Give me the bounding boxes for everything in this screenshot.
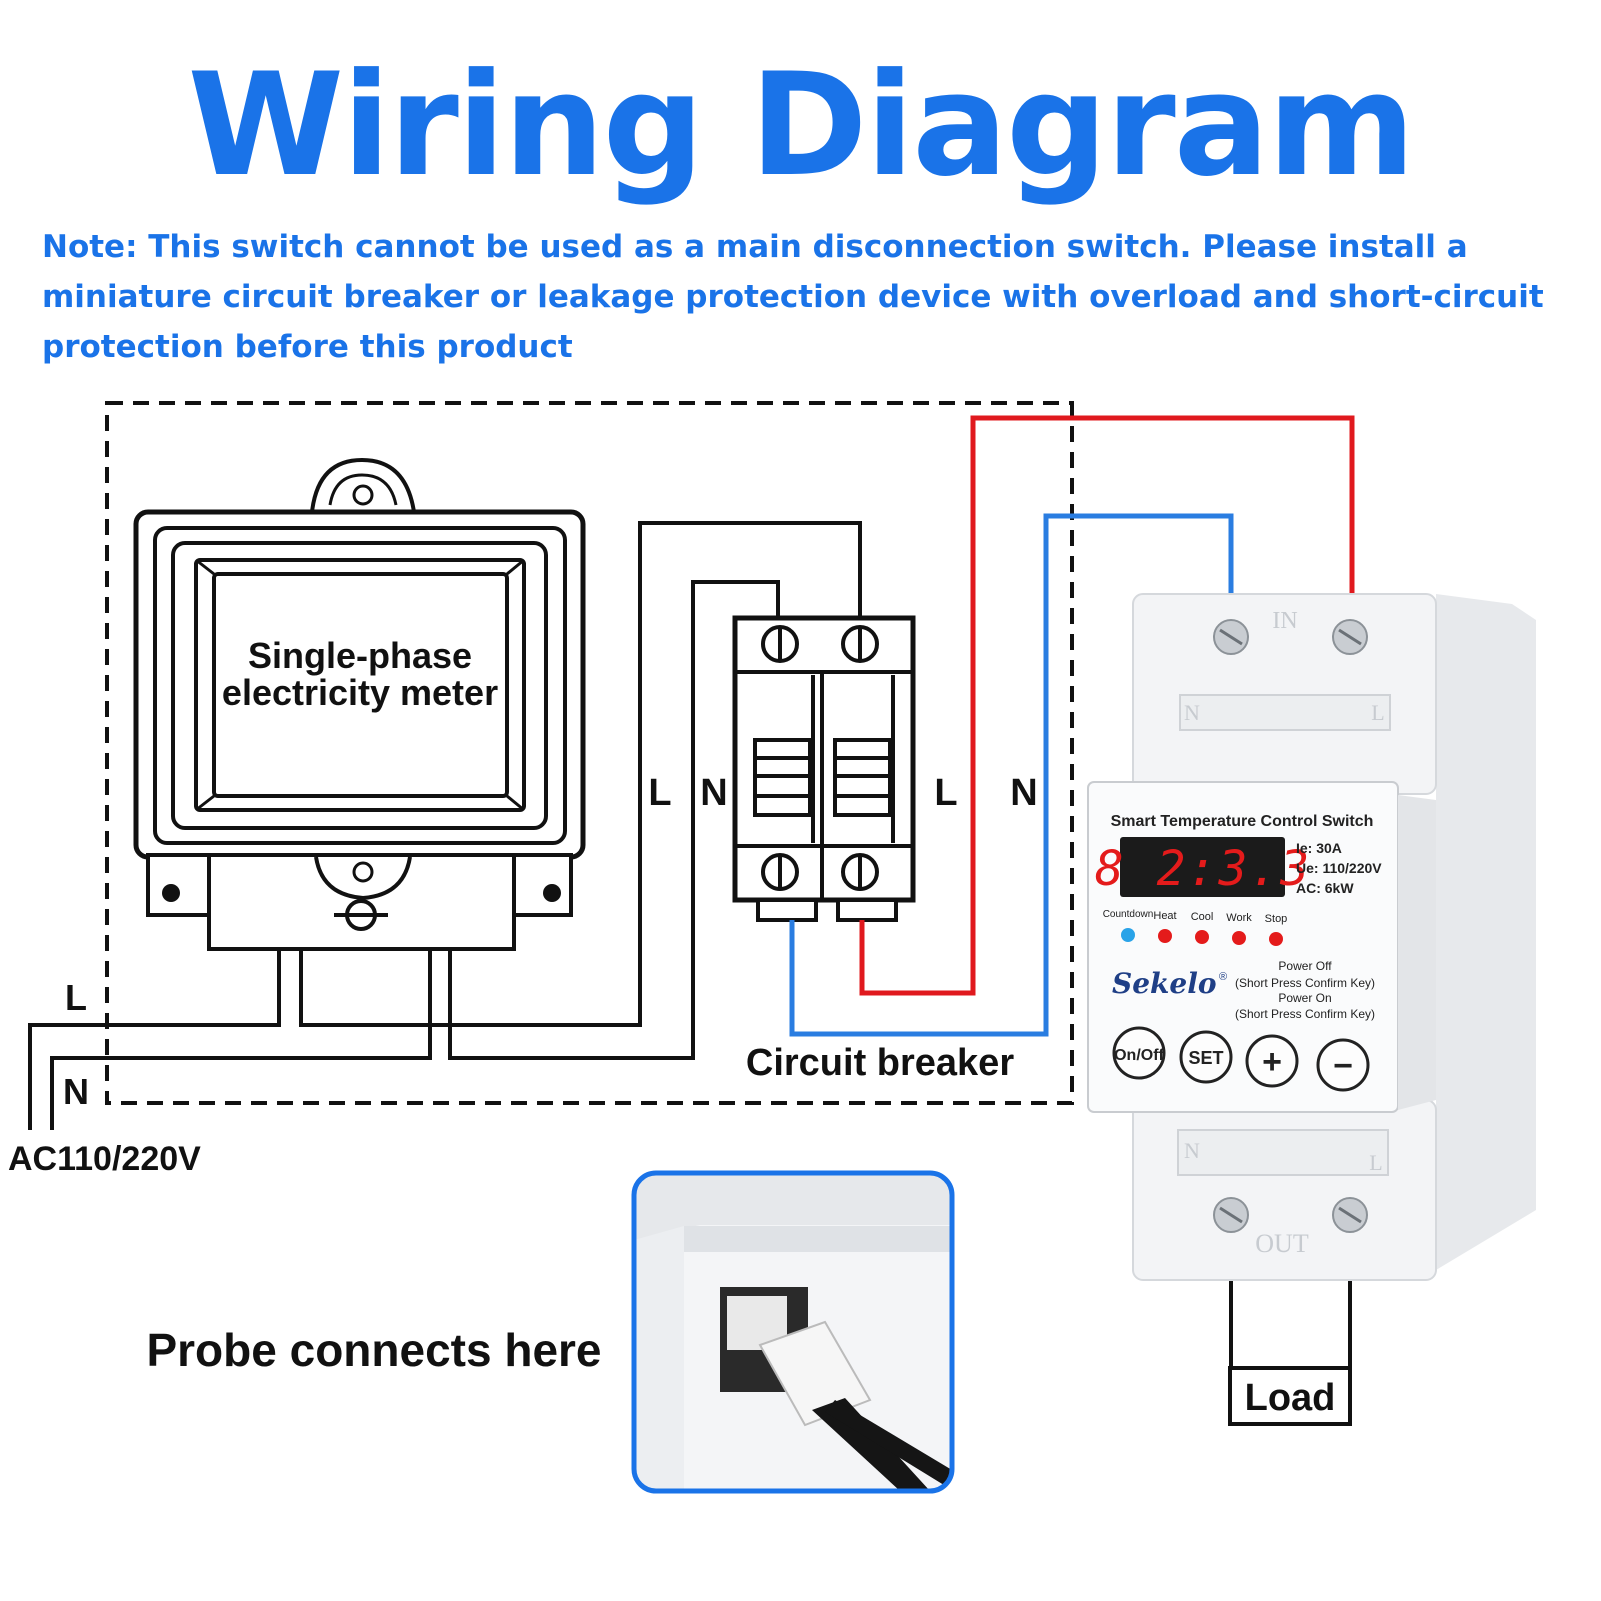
device-top-n-label: N: [1184, 700, 1200, 725]
supply-n-wire: [50, 950, 432, 1130]
meter-label-line1: Single-phase: [248, 635, 472, 676]
power-off-hint: (Short Press Confirm Key): [1235, 976, 1375, 990]
device-bottom-terminal-l: [1332, 1197, 1368, 1233]
set-button-label: SET: [1188, 1048, 1223, 1068]
black-wires: [28, 521, 1352, 1370]
meter-window: [212, 572, 509, 798]
device-in-label: IN: [1272, 608, 1297, 634]
breaker-out-l-label: L: [934, 772, 957, 814]
supply-l-label: L: [65, 977, 87, 1018]
minus-button-label: −: [1333, 1047, 1353, 1085]
indicator-led-countdown: [1121, 928, 1135, 942]
onoff-button-label: On/Off: [1114, 1047, 1164, 1064]
indicator-led-cool: [1195, 930, 1209, 944]
blue-neutral-wire: [789, 513, 1234, 1037]
device-minus-button[interactable]: −: [1316, 1038, 1370, 1092]
indicator-led-heat: [1158, 929, 1172, 943]
device-top-l-label: L: [1371, 700, 1384, 725]
device-bottom-n-label: N: [1184, 1138, 1200, 1163]
device-title: Smart Temperature Control Switch: [1111, 813, 1374, 830]
enclosure-dashed-box: [105, 401, 1074, 1105]
supply-l-wire: [28, 950, 281, 1130]
plus-button-label: +: [1262, 1043, 1282, 1081]
device-spec-ue: Ue: 110/220V: [1296, 860, 1382, 876]
meter-label-line2: electricity meter: [222, 672, 498, 713]
meter-screw-left: [162, 884, 180, 902]
indicator-label-heat: Heat: [1153, 910, 1176, 922]
meter-l-to-breaker-wire: [299, 521, 862, 1027]
device-bottom-l-label: L: [1369, 1150, 1382, 1175]
meter-n-to-breaker-wire: [448, 580, 780, 1060]
device-bottom-terminal-n: [1213, 1197, 1249, 1233]
power-on-label: Power On: [1278, 991, 1331, 1005]
device-onoff-button[interactable]: On/Off: [1112, 1026, 1166, 1080]
red-live-wire: [859, 415, 1355, 996]
meter-screw-right: [543, 884, 561, 902]
indicator-label-countdown: Countdown: [1103, 909, 1154, 920]
device-top-terminal-l: [1332, 619, 1368, 655]
device-spec-ie: Ie: 30A: [1296, 840, 1342, 856]
power-on-hint: (Short Press Confirm Key): [1235, 1007, 1375, 1021]
load-label: Load: [1245, 1377, 1336, 1419]
device-spec-ac: AC: 6kW: [1296, 880, 1354, 896]
power-off-label: Power Off: [1278, 959, 1332, 973]
device-brand-mark: ®: [1219, 971, 1227, 983]
device-set-button[interactable]: SET: [1179, 1030, 1233, 1084]
indicator-led-work: [1232, 931, 1246, 945]
page-title: Wiring Diagram: [187, 43, 1415, 208]
device-plus-button[interactable]: +: [1245, 1034, 1299, 1088]
installation-note: Note: This switch cannot be used as a ma…: [42, 229, 1544, 365]
breaker-in-n-label: N: [700, 772, 727, 814]
device-top-terminal-n: [1213, 619, 1249, 655]
load-box: [1228, 1366, 1352, 1426]
supply-n-label: N: [63, 1071, 89, 1112]
indicator-label-cool: Cool: [1191, 911, 1214, 923]
indicator-led-stop: [1269, 932, 1283, 946]
breaker-handles: [753, 738, 892, 817]
device-display-value: 8 2:3.3: [1095, 841, 1311, 897]
probe-label: Probe connects here: [146, 1324, 601, 1376]
smart-switch-device: IN N L N L OUT Smart Temperature Control…: [1087, 593, 1536, 1281]
device-out-label: OUT: [1255, 1229, 1309, 1258]
supply-voltage-label: AC110/220V: [8, 1140, 201, 1178]
breaker-out-n-label: N: [1010, 772, 1037, 814]
device-brand-logo: Sekelo: [1112, 967, 1217, 1000]
indicator-label-work: Work: [1226, 912, 1252, 924]
indicator-label-stop: Stop: [1265, 913, 1288, 925]
electricity-meter: Single-phase electricity meter: [133, 457, 586, 951]
device-led-display: [1120, 837, 1285, 897]
breaker-in-l-label: L: [648, 772, 671, 814]
probe-inset-photo: [631, 1170, 955, 1494]
circuit-breaker-label: Circuit breaker: [746, 1042, 1014, 1084]
circuit-breaker: [732, 615, 916, 922]
probe-inset-frame: [631, 1170, 955, 1494]
